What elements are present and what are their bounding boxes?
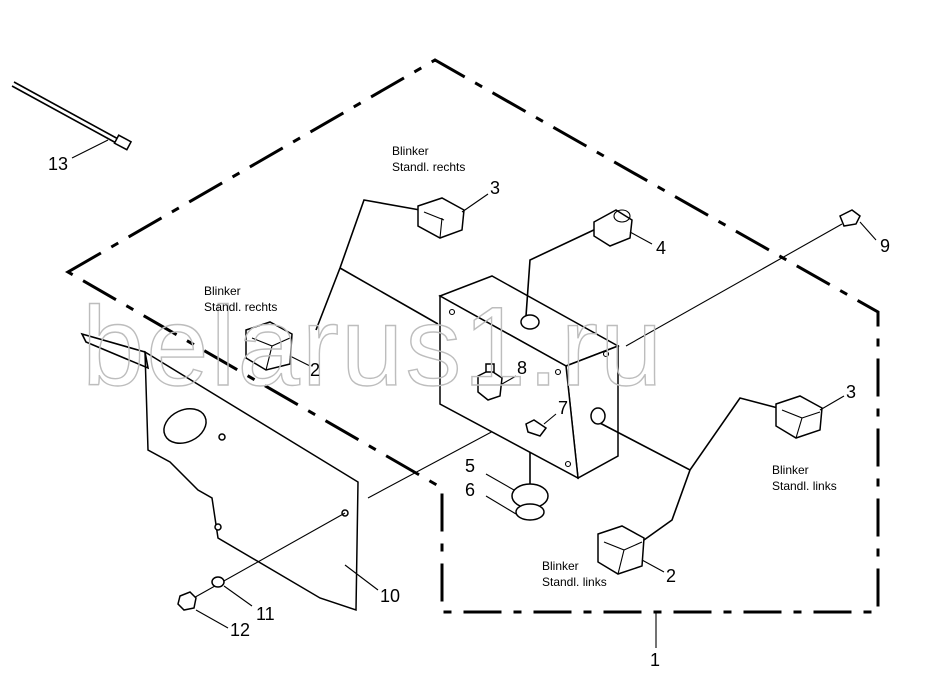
leader-8 — [501, 375, 517, 385]
leader-10 — [344, 564, 379, 591]
callout-7: 7 — [558, 398, 568, 418]
nut-part — [177, 591, 197, 611]
callout-4: 4 — [656, 238, 666, 258]
connector-2-bottom-part — [597, 525, 645, 575]
leader-12 — [195, 609, 229, 629]
bolt-axis-9 — [625, 223, 843, 347]
grommet-top — [520, 314, 540, 330]
leader-2-left — [289, 355, 311, 367]
leader-box-plate — [367, 419, 515, 499]
callout-2-left: 2 — [310, 360, 320, 380]
callout-6: 6 — [465, 480, 475, 500]
callout-10: 10 — [380, 586, 400, 606]
leader-3-top — [461, 193, 489, 213]
label-blinker-rechts-top-2: Standl. rechts — [392, 160, 465, 174]
plug-connector-part — [593, 209, 633, 247]
callout-1: 1 — [650, 650, 660, 670]
leader-6 — [485, 495, 517, 515]
leader-5 — [485, 473, 515, 491]
callout-3-right: 3 — [846, 382, 856, 402]
watermark-text: belarus1.ru — [82, 284, 664, 409]
leader-11 — [223, 585, 253, 607]
leader-7 — [543, 413, 557, 425]
callout-5: 5 — [465, 456, 475, 476]
grommet-side — [590, 407, 606, 425]
callout-3-top: 3 — [490, 178, 500, 198]
connector-2-left-part — [245, 321, 293, 371]
buzzer-part — [511, 452, 549, 521]
callout-12: 12 — [230, 620, 250, 640]
label-blinker-links-bottom-2: Standl. links — [542, 575, 607, 589]
leader-3-right — [819, 395, 845, 411]
bolt-part — [839, 209, 861, 227]
wiring-harness — [315, 199, 779, 541]
callout-11: 11 — [256, 604, 275, 624]
fuse-part — [525, 419, 548, 437]
connector-3-right-part — [775, 395, 823, 439]
callout-2-bottom: 2 — [666, 566, 676, 586]
leader-4 — [629, 231, 653, 245]
leader-9 — [859, 221, 877, 241]
relay-part — [477, 363, 503, 401]
label-blinker-links-bottom-1: Blinker — [542, 559, 579, 573]
callout-9: 9 — [880, 236, 890, 256]
label-blinker-links-right-1: Blinker — [772, 463, 809, 477]
connector-3-top-part — [417, 197, 465, 239]
cable-tie-part — [11, 81, 133, 151]
leader-2-bottom — [641, 559, 665, 573]
label-blinker-rechts-left-2: Standl. rechts — [204, 300, 277, 314]
assembly-boundary — [65, 58, 880, 614]
label-blinker-rechts-top-1: Blinker — [392, 144, 429, 158]
label-blinker-links-right-2: Standl. links — [772, 479, 837, 493]
callout-13: 13 — [48, 154, 68, 174]
washer-part — [211, 576, 225, 588]
callout-8: 8 — [517, 358, 527, 378]
label-blinker-rechts-left-1: Blinker — [204, 284, 241, 298]
leader-13 — [71, 139, 109, 159]
